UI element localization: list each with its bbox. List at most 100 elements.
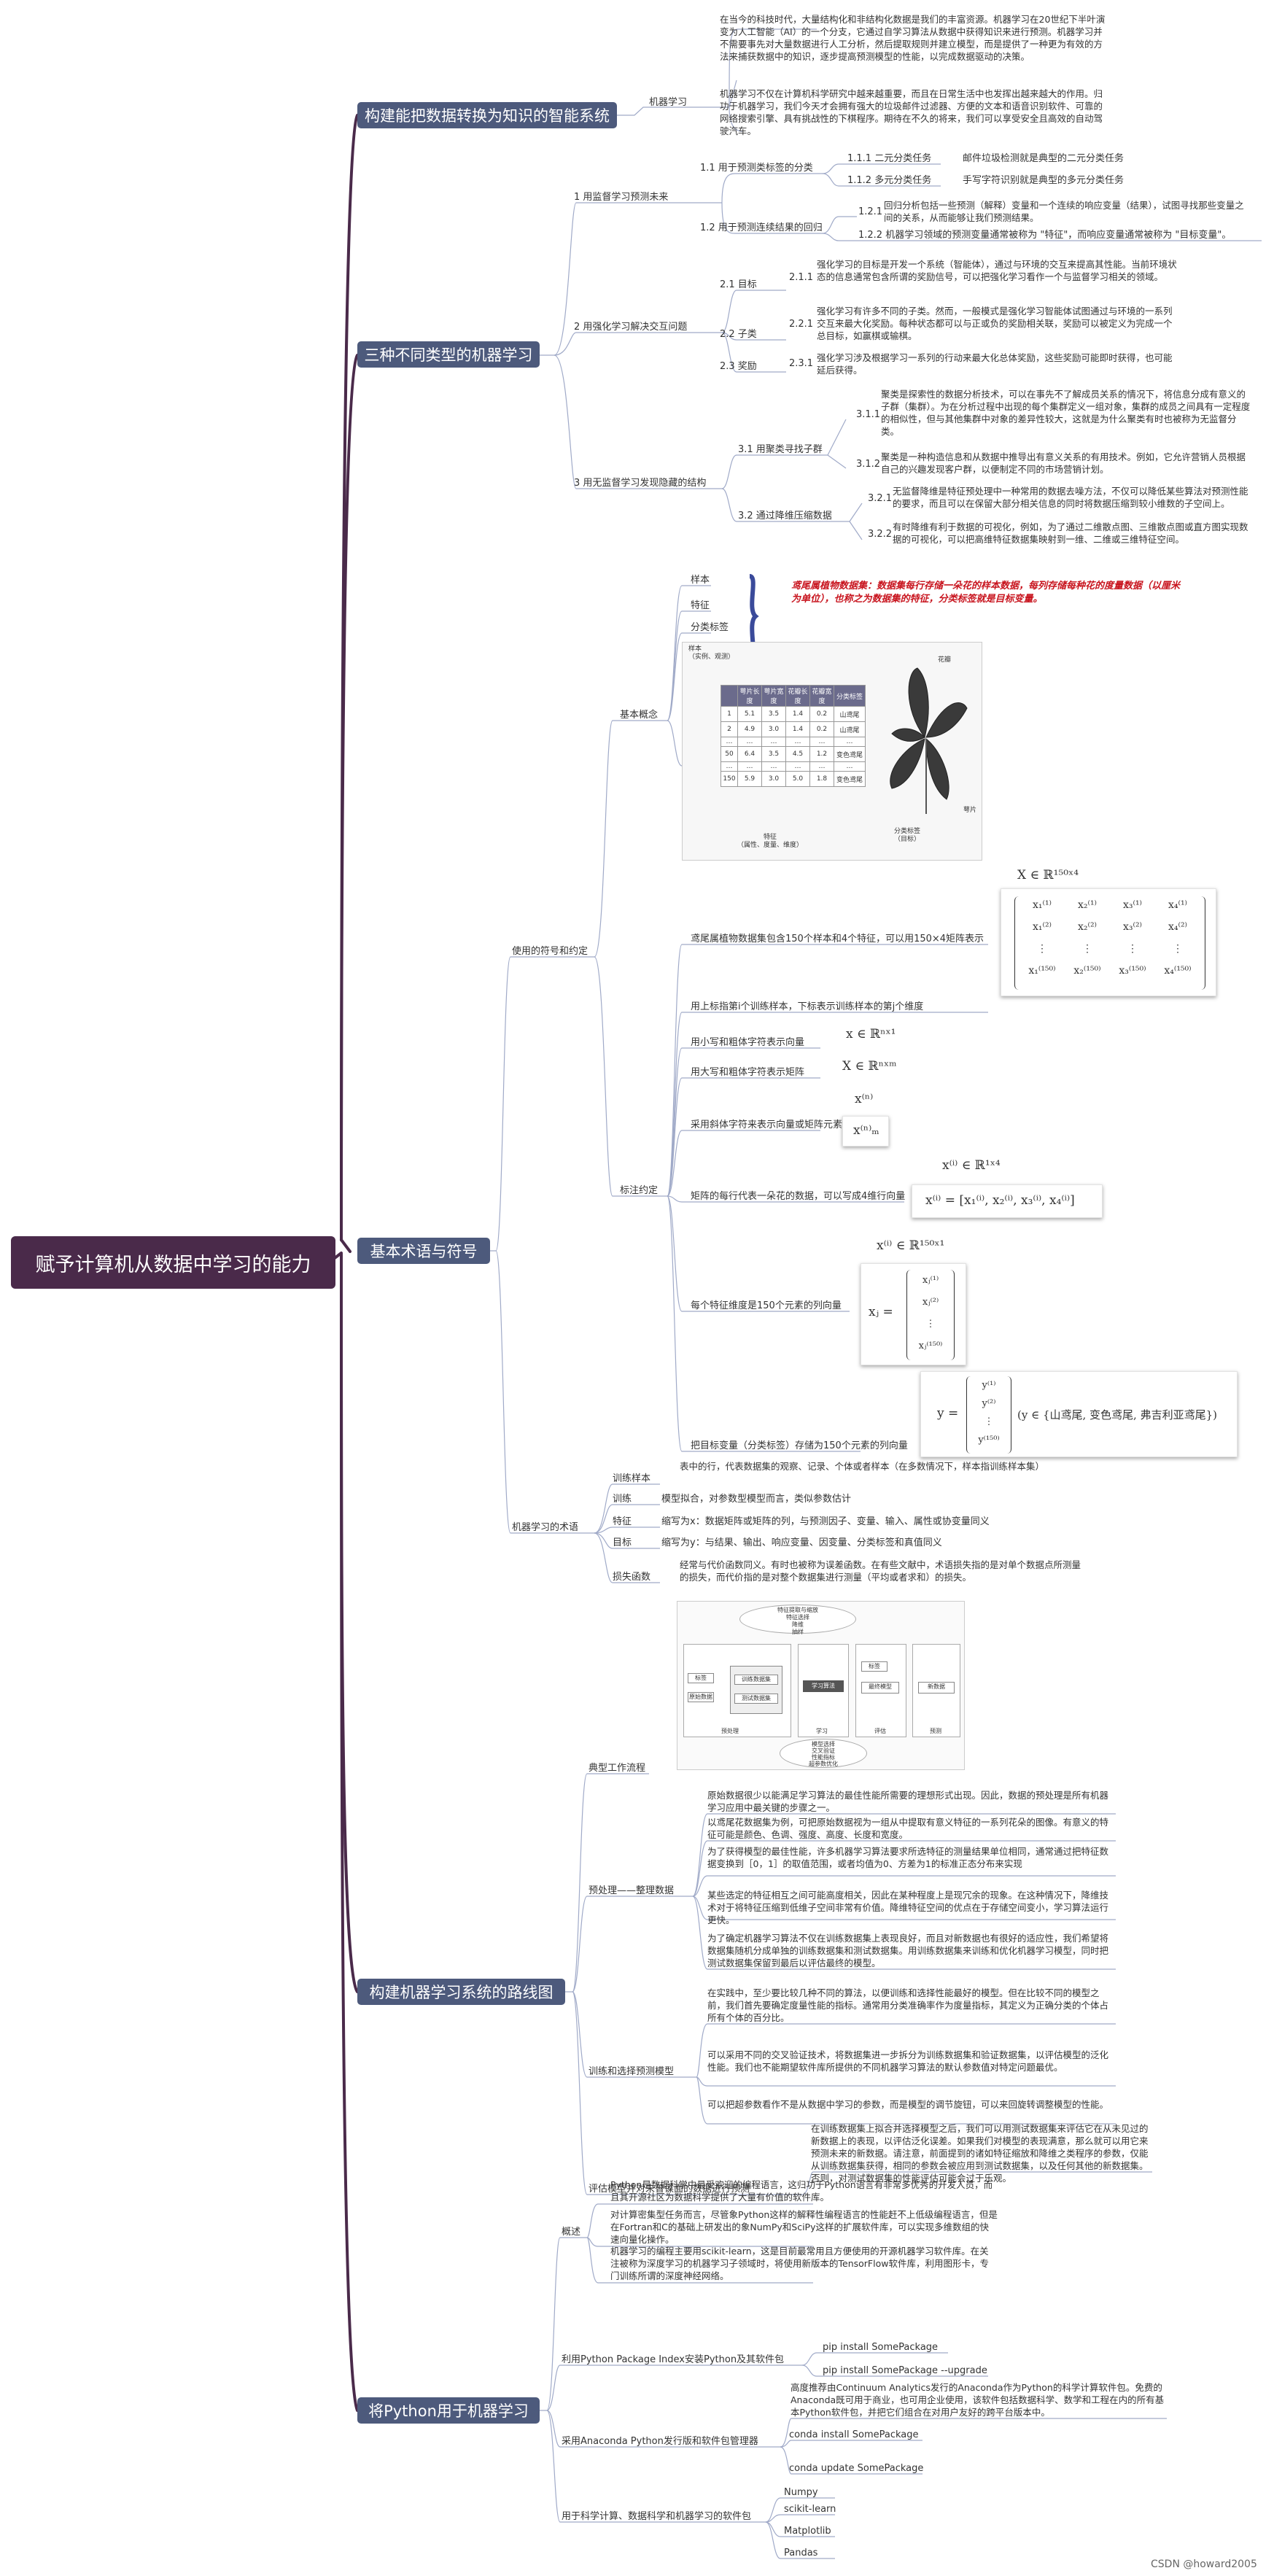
conv-5-label[interactable]: 采用斜体字符来表示向量或矩阵元素 (691, 1120, 843, 1130)
pip-upgrade-cmd[interactable]: pip install SomePackage --upgrade (823, 2365, 987, 2376)
lib-scikit-learn[interactable]: scikit-learn (784, 2504, 836, 2515)
reward-231-label[interactable]: 2.3.1 (789, 358, 814, 369)
conv-8-label[interactable]: 把目标变量（分类标签）存储为150个元素的列向量 (691, 1440, 908, 1451)
regression-label[interactable]: 1.2 用于预测连续结果的回归 (700, 222, 823, 233)
unsupervised-label[interactable]: 3 用无监督学习发现隐藏的结构 (574, 478, 707, 489)
conv-2-label[interactable]: 用上标指第i个训练样本，下标表示训练样本的第j个维度 (691, 1001, 924, 1012)
conv-5-formula-1: x⁽ⁿ⁾ (855, 1092, 874, 1106)
evaluate-label[interactable]: 评估模型并对未曾谋面的数据进行预测 (589, 2184, 750, 2195)
term-training[interactable]: 训练 (613, 1494, 632, 1505)
subclass-label[interactable]: 2.2 子类 (720, 329, 757, 340)
overview-label[interactable]: 概述 (562, 2227, 581, 2238)
dim-321-label[interactable]: 3.2.1 (868, 493, 893, 504)
th (720, 685, 738, 707)
preprocess-label[interactable]: 预处理——整理数据 (589, 1885, 675, 1896)
overview-text-3: 机器学习的编程主要用scikit-learn，这是目前最常用且方便使用的开源机器… (610, 2246, 989, 2281)
oval-item: 特征提取与缩放 (777, 1607, 818, 1613)
conv-7-formula-2: xⱼ = (869, 1305, 893, 1319)
lib-pandas[interactable]: Pandas (784, 2548, 818, 2558)
main-node-3[interactable]: 基本术语与符号 (357, 1238, 490, 1264)
goal-label[interactable]: 2.1 目标 (720, 279, 757, 290)
lib-numpy[interactable]: Numpy (784, 2487, 818, 2498)
term-target-text: 缩写为y：与结果、输出、响应变量、因变量、分类标签和真值同义 (661, 1537, 942, 1548)
term-feature[interactable]: 特征 (613, 1516, 632, 1527)
basic-concept-label[interactable]: 基本概念 (620, 710, 659, 721)
wf-label-box: 标签 (688, 1673, 714, 1683)
conv-7-label[interactable]: 每个特征维度是150个元素的列向量 (691, 1300, 842, 1311)
conv-5-formula-2: x⁽ⁿ⁾ₘ (853, 1123, 879, 1138)
matrix-element: ⋮ (1173, 943, 1183, 955)
pip-label[interactable]: 利用Python Package Index安装Python及其软件包 (562, 2354, 785, 2365)
subclass-221-label[interactable]: 2.2.1 (789, 319, 814, 330)
conv-6-label[interactable]: 矩阵的每行代表一朵花的数据，可以写成4维行向量 (691, 1191, 906, 1202)
ml-terms-label[interactable]: 机器学习的术语 (512, 1522, 579, 1533)
cluster-311-label[interactable]: 3.1.1 (856, 409, 881, 420)
pre-text-2: 以鸢尾花数据集为例，可把原始数据视为一组从中提取有意义特征的一系列花朵的图像。有… (707, 1817, 1109, 1840)
libs-label[interactable]: 用于科学计算、数据科学和机器学习的软件包 (562, 2511, 752, 2522)
reg-121-text: 回归分析包括一些预测（解释）变量和一个连续的响应变量（结果），试图寻找那些变量之… (884, 200, 1244, 223)
conda-update-cmd[interactable]: conda update SomePackage (789, 2463, 924, 2474)
reward-231-text: 强化学习涉及根据学习一系列的行动来最大化总体奖励，这些奖励可能即时获得，也可能延… (817, 352, 1173, 376)
matrix-element: x₁⁽²⁾ (1033, 921, 1052, 933)
classification-label[interactable]: 1.1 用于预测类标签的分类 (700, 163, 813, 174)
fig-class-note: 分类标签 (894, 828, 921, 835)
feature-label[interactable]: 特征 (691, 600, 710, 611)
matrix-element: x₄⁽²⁾ (1168, 921, 1187, 933)
train-text-1: 在实践中，至少要比较几种不同的算法，以便训练和选择性能最好的模型。但在比较不同的… (707, 1987, 1109, 2023)
reg-121-label[interactable]: 1.2.1 (858, 206, 883, 217)
iris-table-cell: 0.2 (809, 706, 834, 722)
main-node-1[interactable]: 构建能把数据转换为知识的智能系统 (357, 102, 617, 128)
overview-text-2: 对计算密集型任务而言，尽管象Python这样的解释性编程语言的性能赶不上低级编程… (610, 2209, 998, 2245)
conv-4-formula: X ∈ ℝⁿˣᵐ (842, 1059, 897, 1074)
vec-el: ⋮ (984, 1416, 994, 1427)
goal-211-label[interactable]: 2.1.1 (789, 272, 814, 283)
conv-4-label[interactable]: 用大写和粗体字符表示矩阵 (691, 1067, 805, 1078)
fig-feature-note-2: （属性、度量、维度） (737, 842, 804, 849)
pip-install-cmd[interactable]: pip install SomePackage (823, 2342, 939, 2353)
dimreduction-label[interactable]: 3.2 通过降维压缩数据 (738, 511, 832, 521)
pre-text-3: 为了获得模型的最佳性能，许多机器学习算法要求所选特征的测量结果单位相同，通常通过… (707, 1846, 1109, 1869)
pre-text-1: 原始数据很少以能满足学习算法的最佳性能所需要的理想形式出现。因此，数据的预处理是… (707, 1790, 1109, 1813)
main-node-4[interactable]: 构建机器学习系统的路线图 (357, 1979, 565, 2005)
lib-matplotlib[interactable]: Matplotlib (784, 2526, 831, 2537)
iris-table-cell: 1.2 (809, 746, 834, 762)
clustering-label[interactable]: 3.1 用聚类寻找子群 (738, 444, 823, 455)
supervised-label[interactable]: 1 用监督学习预测未来 (574, 192, 669, 203)
train-text-3: 可以把超参数看作不是从数据中学习的参数，而是模型的调节旋钮，可以来回旋转调整模型… (707, 2099, 1109, 2110)
binary-class-label[interactable]: 1.1.1 二元分类任务 (847, 153, 932, 164)
workflow-label[interactable]: 典型工作流程 (589, 1763, 646, 1774)
conv-3-label[interactable]: 用小写和粗体字符表示向量 (691, 1037, 805, 1048)
iris-table-cell: 4.5 (785, 746, 810, 762)
reward-label[interactable]: 2.3 奖励 (720, 361, 757, 372)
sepal-label: 萼片 (963, 807, 977, 814)
conv-1-label[interactable]: 鸢尾属植物数据集包含150个样本和4个特征，可以用150×4矩阵表示 (691, 934, 984, 944)
main-node-5[interactable]: 将Python用于机器学习 (357, 2397, 540, 2424)
ml-label[interactable]: 机器学习 (649, 97, 688, 108)
term-target[interactable]: 目标 (613, 1537, 632, 1548)
term-loss[interactable]: 损失函数 (613, 1572, 651, 1583)
conda-install-cmd[interactable]: conda install SomePackage (789, 2429, 919, 2440)
multi-class-label[interactable]: 1.1.2 多元分类任务 (847, 175, 932, 186)
conda-label[interactable]: 采用Anaconda Python发行版和软件包管理器 (562, 2436, 758, 2447)
fig-sample-note-2: （实例、观测） (688, 653, 735, 661)
term-train-sample[interactable]: 训练样本 (613, 1473, 651, 1484)
reinforcement-label[interactable]: 2 用强化学习解决交互问题 (574, 322, 688, 333)
dim-321-text: 无监督降维是特征预处理中一种常用的数据去噪方法，不仅可以降低某些算法对预测性能的… (893, 486, 1248, 509)
vec-el: ⋮ (925, 1319, 936, 1330)
wf-trainset-box: 训练数据集 (734, 1675, 778, 1685)
cluster-312-label[interactable]: 3.1.2 (856, 459, 881, 470)
reg-122-text: 1.2.2 机器学习领域的预测变量通常被称为 "特征"，而响应变量通常被称为 "… (858, 230, 1232, 241)
train-select-label[interactable]: 训练和选择预测模型 (589, 2066, 675, 2077)
class-label-node[interactable]: 分类标签 (691, 622, 729, 633)
iris-flower-image (890, 667, 968, 814)
dim-322-label[interactable]: 3.2.2 (868, 529, 893, 540)
sample-label[interactable]: 样本 (691, 575, 710, 586)
dim-322-text: 有时降维有利于数据的可视化，例如，为了通过二维散点图、三维散点图或直方图实现数据… (893, 521, 1248, 545)
root-node[interactable]: 赋予计算机从数据中学习的能力 (11, 1236, 335, 1289)
notation-convention-label[interactable]: 标注约定 (620, 1185, 659, 1196)
notation-usage-label[interactable]: 使用的符号和约定 (512, 946, 589, 957)
wf-newdata-box: 新数据 (918, 1682, 955, 1694)
main-node-2[interactable]: 三种不同类型的机器学习 (357, 341, 540, 368)
